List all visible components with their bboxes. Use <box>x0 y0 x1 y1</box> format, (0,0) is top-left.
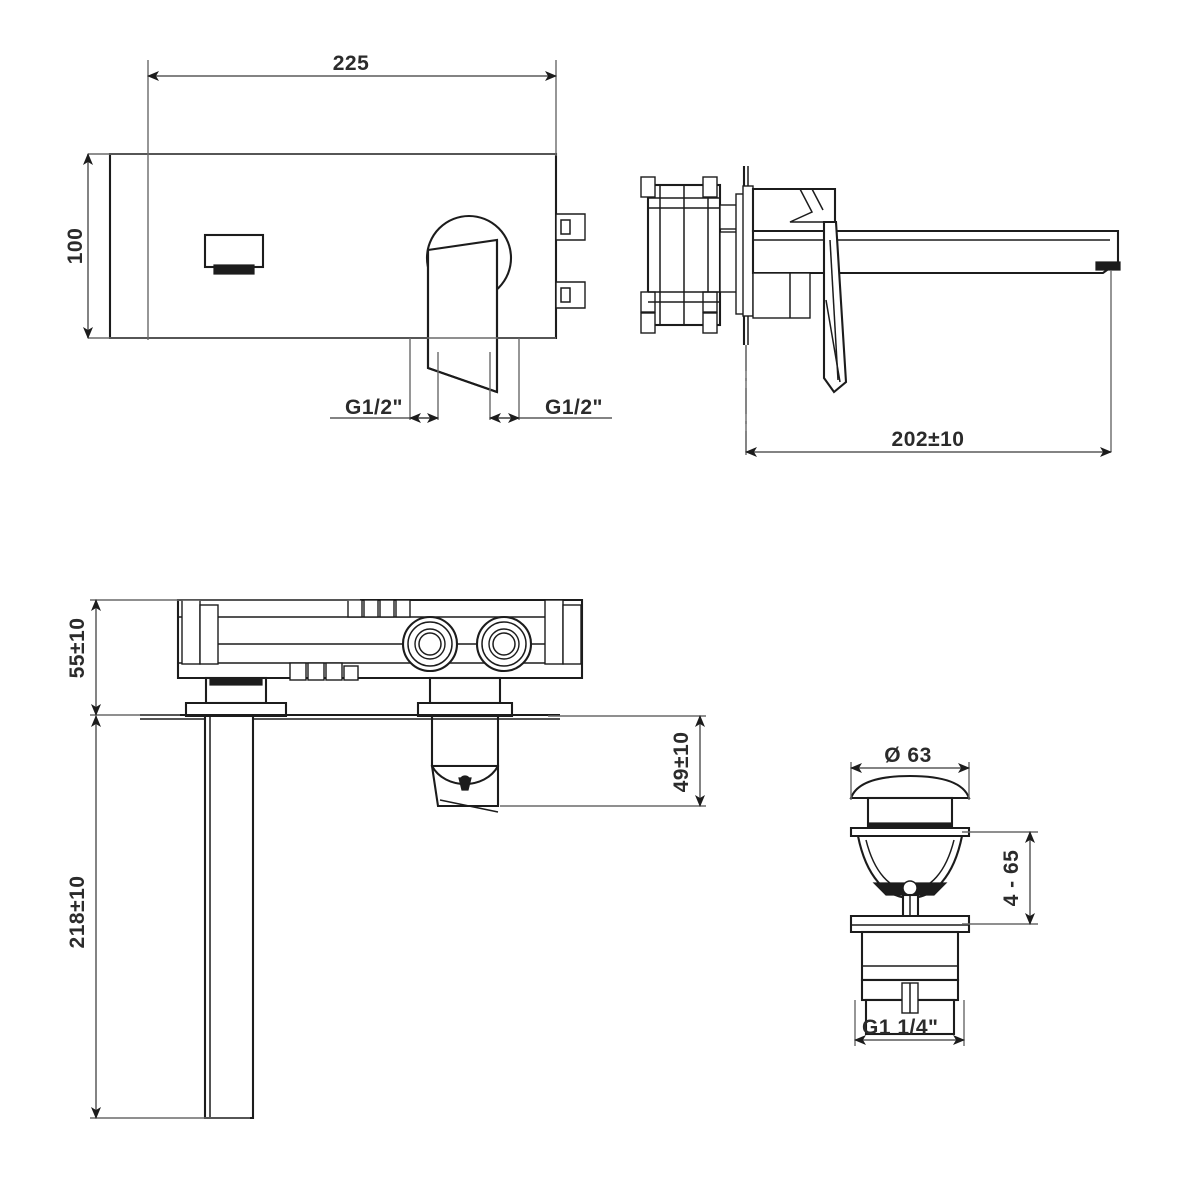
dim-label-body-above-wall: 55±10 <box>66 618 89 679</box>
dim-spout-projection <box>745 345 1112 457</box>
waste-cap <box>849 774 971 829</box>
dim-label-plate-width: 225 <box>333 52 370 75</box>
view-waste-detail <box>849 762 1038 1046</box>
dim-label-basin-thickness: 4 - 65 <box>1000 850 1023 907</box>
spout-neck <box>416 676 514 813</box>
drop-tube <box>203 714 255 1120</box>
top-teeth <box>347 599 411 618</box>
cartridge-nose <box>184 676 288 718</box>
dim-label-inlet-right: G1/2" <box>545 396 603 419</box>
waste-flange <box>849 914 971 934</box>
dim-label-waste-thread: G1 1/4" <box>862 1016 939 1039</box>
side-lever-handle <box>822 220 848 394</box>
dim-plate-width <box>147 60 557 340</box>
dim-label-spout-drop: 49±10 <box>670 732 693 793</box>
inlet-port-right <box>475 615 533 673</box>
mounting-lugs <box>555 213 586 309</box>
dim-label-inlet-left: G1/2" <box>345 396 403 419</box>
view-side-elevation <box>640 166 1121 457</box>
bottom-teeth <box>289 662 359 681</box>
dim-label-plate-height: 100 <box>64 228 87 265</box>
inlet-projection-lines <box>409 338 520 420</box>
lever-handle <box>425 214 513 394</box>
dim-label-spout-projection: 202±10 <box>892 428 965 451</box>
waste-threaded-body <box>860 930 960 1036</box>
mixer-body-block <box>751 187 837 319</box>
dim-label-total-height: 218±10 <box>66 876 89 949</box>
escutcheon-plate <box>742 185 754 317</box>
dim-spout-drop <box>500 715 706 807</box>
dim-body-above-wall <box>90 599 360 716</box>
dim-basin-thickness <box>962 831 1038 925</box>
dim-label-cap-diameter: Ø 63 <box>884 744 932 767</box>
view-section <box>90 598 706 1120</box>
dim-plate-height <box>83 153 556 339</box>
dim-total-height <box>90 715 250 1119</box>
inlet-port-left <box>401 615 459 673</box>
view-front-elevation <box>83 60 612 423</box>
dim-waste-thread <box>854 1000 965 1046</box>
outlet-window-icon <box>203 233 265 275</box>
spout-arm <box>751 229 1121 452</box>
concealed-valve-body <box>640 176 751 334</box>
strainer-bowl <box>849 826 971 900</box>
dim-cap-diameter <box>850 762 970 800</box>
section-valve-body <box>176 598 584 681</box>
